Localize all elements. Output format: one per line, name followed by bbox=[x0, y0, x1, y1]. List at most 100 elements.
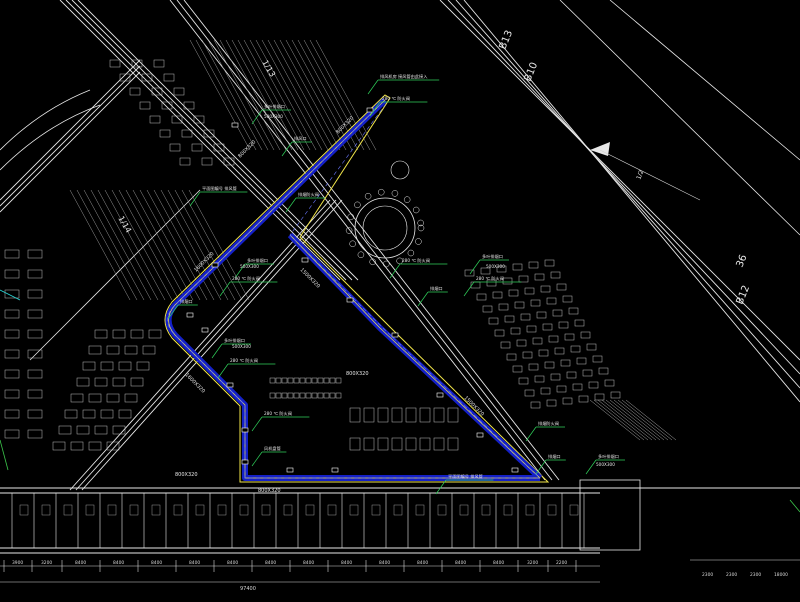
fixture bbox=[371, 504, 381, 516]
dimension-text: 2300 bbox=[750, 572, 761, 578]
chair bbox=[345, 227, 353, 234]
desk bbox=[173, 87, 185, 96]
vent-outlet bbox=[201, 327, 209, 333]
leader-line bbox=[463, 281, 475, 297]
hatch-stripe bbox=[160, 189, 222, 301]
duct-edge bbox=[289, 234, 541, 479]
seat bbox=[562, 397, 573, 405]
seat bbox=[572, 383, 583, 391]
seat bbox=[580, 331, 591, 339]
seat bbox=[311, 377, 318, 384]
seat bbox=[518, 275, 529, 283]
seat bbox=[512, 365, 523, 373]
spec-text: 500X300 bbox=[486, 264, 505, 269]
seat bbox=[329, 392, 336, 399]
seat bbox=[558, 321, 569, 329]
fixture bbox=[349, 504, 359, 516]
fixture bbox=[129, 504, 139, 516]
seat bbox=[524, 389, 535, 397]
grid-label: 36 bbox=[735, 253, 750, 269]
fixture bbox=[261, 504, 271, 516]
fixture bbox=[283, 504, 293, 516]
hatch-stripe bbox=[90, 189, 152, 301]
seat bbox=[538, 349, 549, 357]
fixture bbox=[173, 504, 183, 516]
diagonal-wall bbox=[0, 71, 141, 213]
seat bbox=[610, 391, 621, 399]
diagonal-wall bbox=[0, 65, 141, 207]
fixture bbox=[525, 504, 535, 516]
desk bbox=[112, 425, 126, 435]
chair bbox=[347, 213, 355, 221]
fixture bbox=[195, 504, 205, 516]
chair bbox=[417, 219, 424, 227]
seat bbox=[534, 375, 545, 383]
chair bbox=[396, 257, 403, 265]
desk bbox=[112, 329, 126, 339]
seat bbox=[508, 289, 519, 297]
desk bbox=[4, 269, 20, 279]
annotation-text: 排烟口 bbox=[548, 453, 561, 460]
leader-line bbox=[285, 197, 297, 213]
toilet-stall bbox=[391, 407, 403, 423]
desk bbox=[70, 441, 84, 451]
curved-wall bbox=[0, 89, 91, 151]
chair bbox=[349, 240, 356, 248]
diagonal-wall bbox=[463, 0, 800, 403]
duct-outline bbox=[164, 94, 550, 483]
round-table bbox=[362, 205, 408, 251]
dimension-text: 8400 bbox=[379, 560, 390, 566]
annotation-text: 平面图编号 排风管 bbox=[448, 473, 483, 480]
toilet-stall bbox=[349, 407, 361, 423]
duct-size-label: 800X320 bbox=[258, 488, 281, 494]
leader-line bbox=[585, 459, 597, 475]
leader-line bbox=[234, 263, 246, 279]
diagonal-wall bbox=[183, 0, 560, 481]
seat bbox=[486, 279, 497, 287]
building-walls bbox=[0, 0, 800, 554]
fixture bbox=[63, 504, 73, 516]
dimension-text: 8400 bbox=[151, 560, 162, 566]
seat bbox=[482, 305, 493, 313]
duct-centerline bbox=[167, 104, 541, 479]
dimension-text: 8400 bbox=[265, 560, 276, 566]
vent-outlet bbox=[346, 297, 354, 303]
desk bbox=[141, 73, 153, 82]
vent-outlet bbox=[301, 257, 309, 263]
seat bbox=[293, 392, 300, 399]
hatch-stripe bbox=[104, 189, 166, 301]
hatch-stripe bbox=[174, 189, 236, 301]
seat bbox=[311, 392, 318, 399]
seat bbox=[522, 351, 533, 359]
fixture bbox=[85, 504, 95, 516]
dimension-text: 8400 bbox=[417, 560, 428, 566]
pipe-line bbox=[0, 439, 9, 471]
leader-line bbox=[417, 291, 429, 307]
grid-label: 1/2 bbox=[635, 169, 645, 181]
desk bbox=[163, 73, 175, 82]
seat bbox=[269, 377, 276, 384]
desk bbox=[94, 329, 108, 339]
desk bbox=[149, 115, 161, 124]
hatch-stripe bbox=[593, 399, 645, 441]
hatch-stripe bbox=[291, 39, 353, 151]
annotation-text: 风机盘管 bbox=[264, 445, 281, 452]
toilet-stall bbox=[447, 437, 459, 451]
vent-outlet bbox=[241, 459, 249, 465]
seat bbox=[496, 265, 507, 273]
seat bbox=[281, 377, 288, 384]
pipe-line bbox=[0, 289, 21, 301]
seat bbox=[305, 392, 312, 399]
desk bbox=[161, 101, 173, 110]
desk bbox=[106, 441, 120, 451]
desk bbox=[4, 329, 20, 339]
chair bbox=[364, 192, 372, 200]
dimension-text: 8400 bbox=[189, 560, 200, 566]
hatch-stripe bbox=[597, 399, 649, 441]
seat bbox=[556, 283, 567, 291]
desk bbox=[136, 361, 150, 371]
fixture bbox=[239, 504, 249, 516]
toilet-stall bbox=[349, 437, 361, 451]
desk bbox=[4, 289, 20, 299]
